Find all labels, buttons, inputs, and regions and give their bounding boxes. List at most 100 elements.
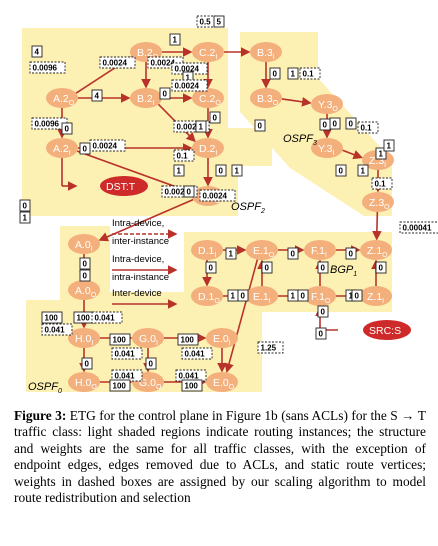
weight-box [375, 147, 387, 160]
weight-label: 0 [83, 260, 88, 269]
node-b21 [130, 88, 162, 108]
weight-box [147, 56, 184, 69]
weight-box [171, 79, 208, 92]
weight-label: 0.0024 [103, 59, 128, 68]
weight-label: 100 [181, 336, 195, 345]
weight-box [81, 357, 93, 370]
node-z11 [360, 286, 392, 306]
weight-box [319, 118, 331, 131]
node-a21 [46, 138, 78, 158]
weight-box [237, 289, 249, 302]
weight-label: 0 [379, 264, 384, 273]
weight-box [345, 117, 357, 130]
weight-label: 4 [95, 92, 100, 101]
weight-label: 1.25 [261, 344, 277, 353]
weight-label: 1 [387, 142, 392, 151]
endpoint-src [363, 320, 411, 340]
node-label: F.1I [311, 245, 327, 259]
node-d21 [192, 138, 224, 158]
weight-box [317, 305, 329, 318]
weight-label: 4 [35, 48, 40, 57]
node-f11 [304, 240, 336, 260]
weight-box [317, 261, 329, 274]
node-y31 [311, 138, 343, 158]
weight-box [209, 111, 221, 124]
weight-label: 0.041 [185, 350, 206, 359]
weight-label: 0 [349, 250, 354, 259]
weight-label: 0 [321, 264, 326, 273]
weight-box [297, 289, 309, 302]
weight-box [145, 357, 157, 370]
weight-label: 1 [199, 123, 204, 132]
weight-label: 0 [65, 125, 70, 134]
weight-box [195, 120, 207, 133]
legend-text: Intra-device, [112, 218, 164, 229]
region-label: OSPF3 [283, 133, 317, 147]
edge-Y31-Z31 [342, 149, 363, 160]
weight-box [89, 139, 126, 152]
node-a20 [46, 88, 78, 108]
caption-text: ETG for the control plane in Figure 1b (… [14, 408, 426, 506]
weight-box [177, 333, 199, 346]
weight-label: 100 [113, 336, 127, 345]
node-z30 [362, 192, 394, 212]
weight-box [173, 120, 210, 133]
weight-label: 0.1 [361, 124, 373, 133]
region-label: OSPF0 [28, 381, 62, 395]
edge-E10-E00 [224, 259, 259, 374]
weight-label: 0.041 [179, 372, 200, 381]
node-label: D.1I [198, 245, 216, 259]
legend-text: Inter-device [112, 288, 162, 299]
weight-label: 1 [291, 70, 296, 79]
node-label: E.0I [213, 333, 231, 347]
region-ospf2 [22, 28, 272, 216]
weight-label: 0.1 [375, 180, 387, 189]
weight-label: 0 [241, 292, 246, 301]
weight-label: 1 [291, 292, 296, 301]
node-d10 [191, 286, 223, 306]
legend-text: intra-instance [112, 272, 169, 283]
weight-label: 1 [379, 150, 384, 159]
node-a01 [68, 280, 100, 300]
weight-box [345, 247, 357, 260]
weight-box [225, 247, 237, 260]
weight-box [79, 269, 91, 282]
weight-label: 0.0024 [175, 82, 200, 91]
weight-box [79, 142, 91, 155]
node-label: E.1I [253, 291, 271, 305]
weight-box [375, 261, 387, 274]
weight-box [399, 221, 438, 234]
weight-label: 0 [349, 120, 354, 129]
node-label: G.0I [139, 333, 158, 347]
weight-box [173, 149, 195, 162]
weight-box [215, 164, 227, 177]
weight-label: 100 [45, 314, 59, 323]
weight-label: 0 [83, 145, 88, 154]
weight-label: 0 [83, 272, 88, 281]
weight-box [181, 379, 203, 392]
legend-text: inter-instance [112, 236, 169, 247]
weight-label: 0 [209, 264, 214, 273]
node-c20 [192, 88, 224, 108]
weight-box [357, 164, 369, 177]
weight-box [351, 289, 363, 302]
node-label: Y.3I [318, 143, 334, 157]
weight-label: 1 [349, 292, 354, 301]
weight-box [99, 56, 136, 69]
endpoint-label: SRC:S [369, 325, 401, 337]
node-b30 [250, 88, 282, 108]
weight-label: 0 [333, 120, 338, 129]
weight-label: 0.5 [200, 18, 212, 27]
weight-label: 0.041 [95, 314, 116, 323]
weight-box [287, 247, 299, 260]
edge-B30-Y30 [281, 97, 312, 107]
weight-box [41, 311, 63, 324]
node-label: B.2I [137, 93, 155, 107]
weight-label: 0.041 [115, 372, 136, 381]
legend-text: Intra-device, [112, 254, 164, 265]
weight-label: 0 [291, 250, 296, 259]
weight-box [183, 185, 195, 198]
weight-box [29, 61, 66, 74]
weight-label: 0.0096 [33, 64, 58, 73]
node-e00 [206, 372, 238, 392]
